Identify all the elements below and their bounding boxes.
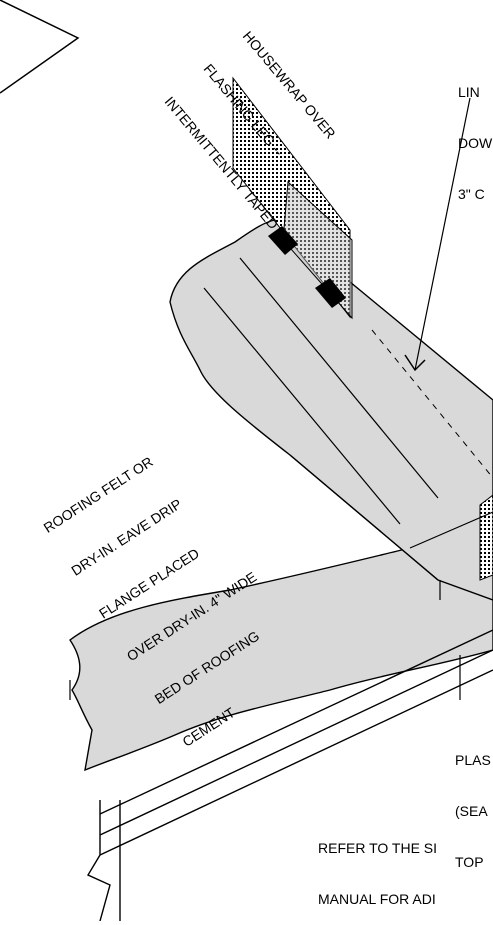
dashed-center-line [371,329,493,479]
leader-arrowhead [404,354,426,372]
label-refer-line2: MANUAL FOR ADI [318,891,436,907]
label-plastic-line3: TOP [455,854,484,870]
wall-outline [0,0,80,94]
housewrap-mesh-edge [479,494,493,581]
roofing-felt-lower [69,547,493,772]
label-plastic: PLAS (SEA TOP [455,718,491,888]
label-plastic-line1: PLAS [455,752,491,768]
leader-line [414,97,471,371]
wall-break-left [86,800,111,921]
seam-line-1 [239,257,439,499]
seam-line-2 [203,287,401,525]
housewrap-mesh [232,76,351,319]
fascia-line [409,511,493,549]
label-liner: LIN DOW 3" C [458,50,492,220]
tape-block-1 [268,226,298,255]
label-refer: REFER TO THE SI MANUAL FOR ADI [318,806,437,925]
label-plastic-line2: (SEA [455,803,488,819]
label-liner-line3: 3" C [458,186,485,202]
label-housewrap-line2: FLASHING LEG -- [200,60,287,160]
eave-line-1 [99,629,493,815]
label-liner-line2: DOW [458,135,493,151]
label-refer-line1: REFER TO THE SI [318,840,438,856]
eave-line-2 [99,649,493,836]
eave-line-3 [99,669,493,856]
tape-block-2 [315,278,346,308]
label-liner-line1: LIN [458,84,480,100]
seam-line-3 [289,454,439,581]
